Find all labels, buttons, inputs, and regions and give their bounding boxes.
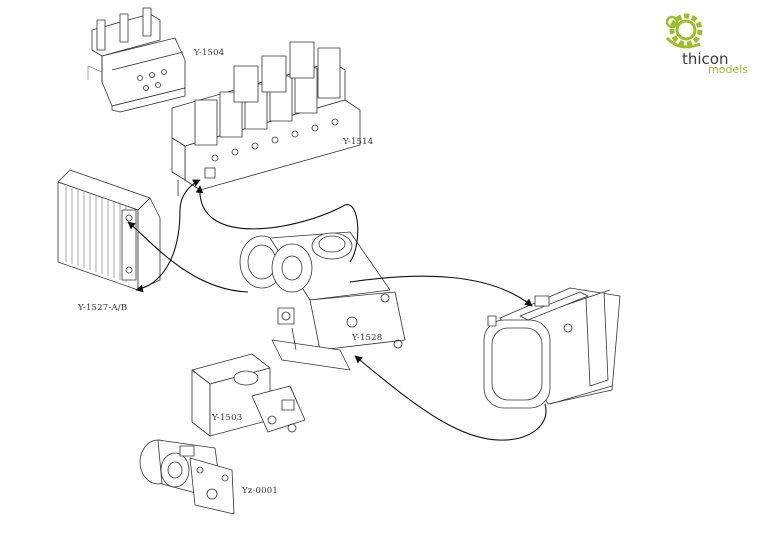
label-pump-single: Y-1503 xyxy=(211,413,242,423)
hose-pump-to-tank xyxy=(349,275,533,307)
pump-single-drawing xyxy=(191,353,306,437)
oil-cooler-drawing xyxy=(57,169,161,291)
valve-block-large-drawing xyxy=(171,41,361,196)
hose-tank-return xyxy=(354,355,547,441)
gear-icon xyxy=(665,13,703,49)
logo-name: thicon xyxy=(682,50,729,68)
label-pump: Y-1528 xyxy=(351,333,382,343)
label-valve-block-large: Y-1514 xyxy=(342,137,373,147)
oil-tank-drawing xyxy=(483,287,621,409)
hose-lines xyxy=(127,179,547,441)
hose-valve-to-tank xyxy=(195,185,359,263)
motor-drawing xyxy=(139,439,235,515)
thicon-logo: thicon models xyxy=(665,13,748,76)
label-motor: Yz-0001 xyxy=(241,486,278,496)
logo-sub: models xyxy=(708,63,748,76)
valve-sections xyxy=(194,41,341,146)
hose-cooler-to-valve xyxy=(135,179,201,293)
label-oil-cooler: Y-1527-A/B xyxy=(77,303,127,313)
valve-block-small-drawing xyxy=(87,7,186,113)
label-valve-block-small: Y-1504 xyxy=(193,48,224,58)
pump-assembly-drawing xyxy=(239,231,406,371)
hose-cooler-to-pump xyxy=(127,221,249,293)
